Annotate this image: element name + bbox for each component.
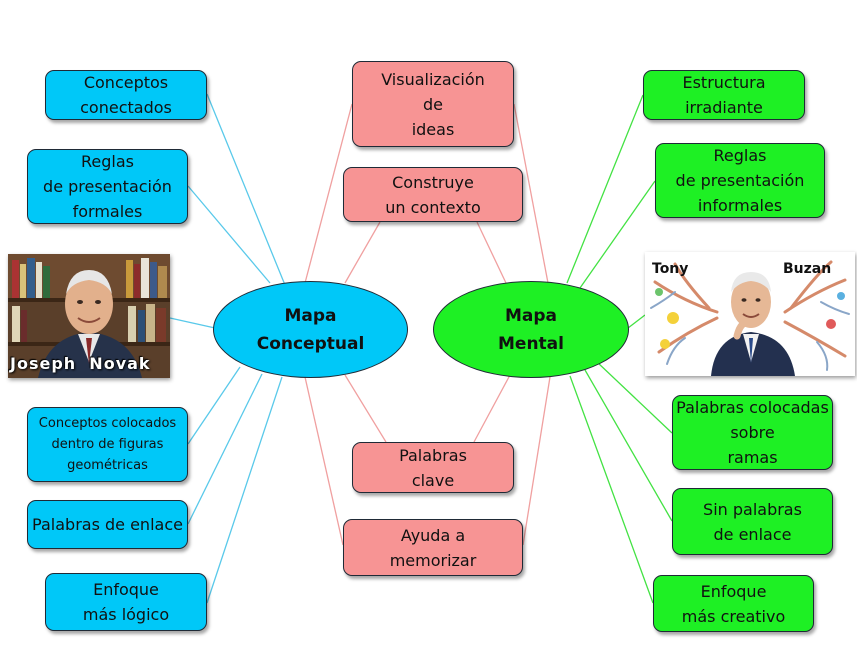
shared-item-keywords: Palabras clave bbox=[352, 442, 514, 493]
concept-item-logical-approach: Enfoque más lógico bbox=[45, 573, 207, 631]
mind-item-label: Reglas de presentación informales bbox=[675, 146, 805, 215]
tony-buzan-caption-first: Tony bbox=[652, 261, 689, 277]
connector-mind-item-1 bbox=[579, 180, 656, 289]
concept-item-linking-words: Palabras de enlace bbox=[27, 500, 188, 549]
connector-concept-item-4 bbox=[206, 376, 283, 604]
connector-shared-2-mind bbox=[473, 374, 511, 443]
connector-shared-0-concept bbox=[304, 103, 353, 284]
connector-mind-item-4 bbox=[569, 375, 654, 604]
mind-item-label: Estructura irradiante bbox=[682, 73, 766, 117]
concept-item-label: Palabras de enlace bbox=[32, 515, 183, 534]
shared-item-idea-visualization: Visualización de ideas bbox=[352, 61, 514, 147]
shared-item-label: Palabras clave bbox=[399, 445, 467, 490]
shared-item-label: Ayuda a memorizar bbox=[389, 525, 477, 570]
shared-item-label: Visualización de ideas bbox=[381, 69, 485, 139]
shared-item-memory-aid: Ayuda a memorizar bbox=[343, 519, 523, 576]
concept-item-geometric-figures: Conceptos colocados dentro de figuras ge… bbox=[27, 407, 188, 482]
connector-shared-2-concept bbox=[344, 374, 387, 443]
mind-item-words-on-branches: Palabras colocadas sobre ramas bbox=[672, 395, 833, 470]
mind-item-informal-rules: Reglas de presentación informales bbox=[655, 143, 825, 218]
concept-item-label: Enfoque más lógico bbox=[82, 580, 170, 624]
mind-item-label: Sin palabras de enlace bbox=[703, 499, 802, 544]
joseph-novak-photo: Joseph Novak bbox=[8, 254, 170, 378]
connector-shared-3-concept bbox=[304, 376, 344, 546]
connector-mind-photo bbox=[627, 314, 646, 329]
tony-buzan-caption-last: Buzan bbox=[783, 261, 832, 277]
connector-concept-item-2 bbox=[187, 366, 241, 445]
connector-mind-item-3 bbox=[584, 369, 673, 522]
connector-concept-item-1 bbox=[187, 185, 271, 284]
connector-concept-photo bbox=[169, 317, 216, 329]
connector-concept-item-3 bbox=[187, 373, 263, 525]
shared-item-label: Construye un contexto bbox=[385, 172, 481, 217]
concept-map-hub-label: Mapa Conceptual bbox=[256, 305, 365, 354]
joseph-novak-caption: Joseph Novak bbox=[10, 354, 151, 373]
connector-shared-0-mind bbox=[513, 103, 549, 284]
concept-item-label: Reglas de presentación formales bbox=[43, 152, 172, 221]
connector-shared-1-mind bbox=[476, 221, 507, 284]
connector-shared-3-mind bbox=[522, 376, 551, 546]
mind-item-no-linking-words: Sin palabras de enlace bbox=[672, 488, 833, 555]
tony-buzan-photo: Tony Buzan bbox=[645, 252, 855, 376]
connector-mind-item-0 bbox=[566, 94, 644, 284]
concept-item-label: Conceptos colocados dentro de figuras ge… bbox=[38, 416, 177, 473]
connector-shared-1-concept bbox=[344, 221, 381, 284]
connector-concept-item-0 bbox=[206, 93, 286, 286]
concept-item-formal-rules: Reglas de presentación formales bbox=[27, 149, 188, 224]
mind-item-radiant-structure: Estructura irradiante bbox=[643, 70, 805, 120]
connector-mind-item-2 bbox=[596, 361, 673, 434]
mind-item-label: Enfoque más creativo bbox=[681, 581, 786, 626]
concept-item-label: Conceptos conectados bbox=[80, 73, 172, 117]
concept-map-hub: Mapa Conceptual bbox=[213, 281, 408, 378]
shared-item-builds-context: Construye un contexto bbox=[343, 167, 523, 222]
mind-item-creative-approach: Enfoque más creativo bbox=[653, 575, 814, 632]
concept-item-connected: Conceptos conectados bbox=[45, 70, 207, 120]
mind-item-label: Palabras colocadas sobre ramas bbox=[676, 398, 829, 467]
mind-map-hub-label: Mapa Mental bbox=[498, 305, 564, 354]
mind-map-hub: Mapa Mental bbox=[433, 281, 629, 378]
